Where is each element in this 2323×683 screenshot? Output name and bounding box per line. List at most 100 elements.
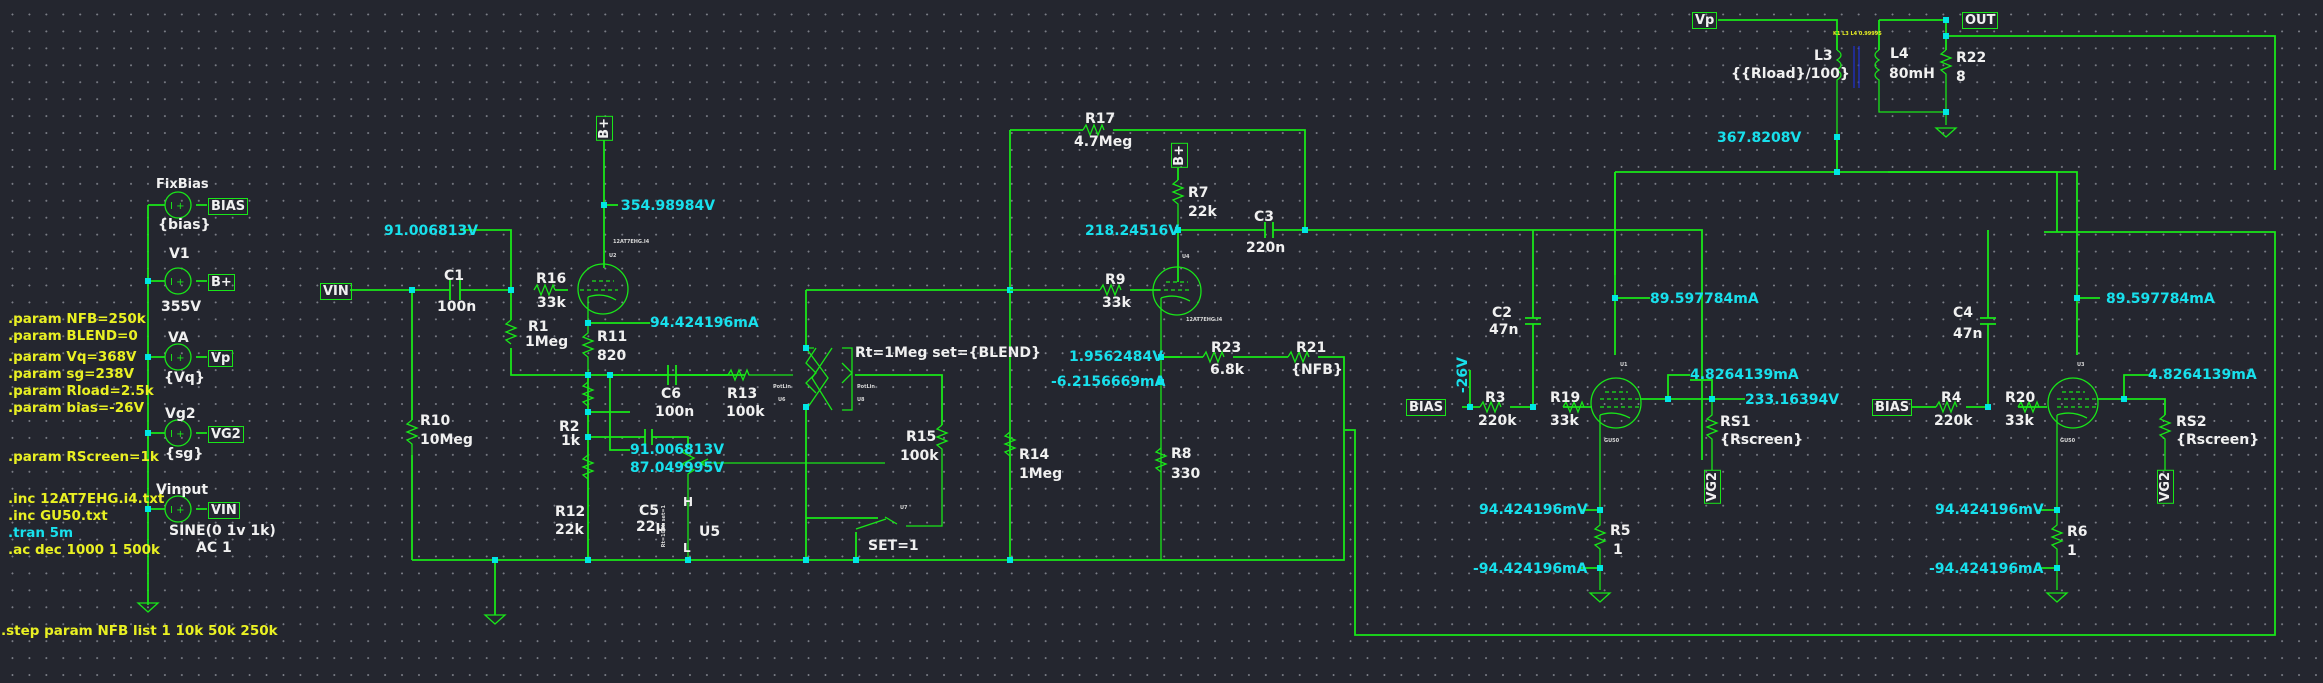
r6-name[interactable]: R6	[2067, 524, 2088, 540]
r3-value[interactable]: 220k	[1478, 413, 1517, 429]
source-vinput-ac[interactable]: AC 1	[196, 540, 232, 556]
op-r6-voltage[interactable]: 94.424196mV	[1935, 502, 2044, 518]
source-va-value[interactable]: {Vq}	[164, 370, 205, 386]
op-u1-screen-current[interactable]: 4.8264139mA	[1690, 367, 1799, 383]
c6-value[interactable]: 100n	[655, 404, 695, 420]
rs1-name[interactable]: RS1	[1720, 414, 1751, 430]
c1-name[interactable]: C1	[444, 268, 465, 284]
r3-name[interactable]: R3	[1485, 390, 1506, 406]
u7-value[interactable]: SET=1	[868, 538, 919, 554]
c4-name[interactable]: C4	[1953, 305, 1974, 321]
coupling-k1[interactable]: K1 L3 L4 0.99995	[1833, 31, 1882, 37]
r9-value[interactable]: 33k	[1102, 295, 1131, 311]
r12-name[interactable]: R12	[555, 504, 586, 520]
source-vinput-name[interactable]: Vinput	[156, 482, 209, 498]
c1-value[interactable]: 100n	[437, 299, 477, 315]
r4-value[interactable]: 220k	[1934, 413, 1973, 429]
directive-tran[interactable]: .tran 5m	[8, 525, 74, 541]
c4-value[interactable]: 47n	[1953, 326, 1983, 342]
c2-value[interactable]: 47n	[1489, 322, 1519, 338]
op-r11-voltage[interactable]: 91.006813V	[630, 442, 725, 458]
r17-name[interactable]: R17	[1085, 111, 1116, 127]
op-r5-current[interactable]: -94.424196mA	[1473, 561, 1588, 577]
r23-value[interactable]: 6.8k	[1210, 362, 1245, 378]
op-bias-voltage[interactable]: -26V	[1455, 357, 1471, 394]
r22-value[interactable]: 8	[1956, 69, 1966, 85]
r15-value[interactable]: 100k	[900, 448, 939, 464]
source-vg2-value[interactable]: {sg}	[165, 446, 204, 462]
source-vg2-name[interactable]: Vg2	[165, 406, 196, 422]
r19-name[interactable]: R19	[1550, 390, 1581, 406]
r14-value[interactable]: 1Meg	[1019, 466, 1063, 482]
op-u3-plate-current[interactable]: 89.597784mA	[2106, 291, 2215, 307]
op-primary-ct-voltage[interactable]: 367.8208V	[1717, 130, 1802, 146]
r4-name[interactable]: R4	[1941, 390, 1962, 406]
op-u1-screen-voltage[interactable]: 233.16394V	[1745, 392, 1840, 408]
source-v1-name[interactable]: V1	[169, 246, 190, 262]
directive-param-rload[interactable]: .param Rload=2.5k	[8, 383, 154, 399]
directive-param-bias[interactable]: .param bias=-26V	[8, 400, 145, 416]
r13-value[interactable]: 100k	[726, 404, 765, 420]
rs2-name[interactable]: RS2	[2176, 414, 2207, 430]
op-u4-plate-voltage[interactable]: 218.24516V	[1085, 223, 1180, 239]
r12-value[interactable]: 22k	[555, 522, 584, 538]
r21-name[interactable]: R21	[1296, 340, 1327, 356]
r1-name[interactable]: R1	[528, 319, 549, 335]
directive-param-blend[interactable]: .param BLEND=0	[8, 328, 138, 344]
r21-value[interactable]: {NFB}	[1291, 362, 1343, 378]
l4-value[interactable]: 80mH	[1889, 66, 1935, 82]
r5-value[interactable]: 1	[1613, 542, 1623, 558]
r9-name[interactable]: R9	[1105, 272, 1126, 288]
source-fixbias-value[interactable]: {bias}	[158, 217, 211, 233]
op-u3-screen-current[interactable]: 4.8264139mA	[2148, 367, 2257, 383]
op-u2-current[interactable]: 94.424196mA	[650, 315, 759, 331]
source-va-name[interactable]: VA	[168, 330, 189, 346]
blend-pot-spec[interactable]: Rt=1Meg set={BLEND}	[855, 345, 1041, 361]
r15-name[interactable]: R15	[906, 429, 937, 445]
r17-value[interactable]: 4.7Meg	[1074, 134, 1133, 150]
l4-name[interactable]: L4	[1890, 46, 1909, 62]
c3-name[interactable]: C3	[1254, 209, 1275, 225]
l3-name[interactable]: L3	[1814, 48, 1833, 64]
source-vinput-value[interactable]: SINE(0 1v 1k)	[169, 523, 276, 539]
directive-inc-gu50[interactable]: .inc GU50.txt	[8, 508, 108, 524]
source-fixbias-name[interactable]: FixBias	[156, 177, 209, 192]
r23-name[interactable]: R23	[1211, 340, 1242, 356]
r10-name[interactable]: R10	[420, 413, 451, 429]
r7-name[interactable]: R7	[1188, 185, 1209, 201]
l3-value[interactable]: {{Rload}/100}	[1731, 66, 1850, 82]
r22-name[interactable]: R22	[1956, 50, 1987, 66]
op-r6-current[interactable]: -94.424196mA	[1929, 561, 2044, 577]
rs1-value[interactable]: {Rscreen}	[1720, 432, 1804, 448]
directive-param-sg[interactable]: .param sg=238V	[8, 366, 135, 382]
r20-value[interactable]: 33k	[2005, 413, 2034, 429]
source-v1-value[interactable]: 355V	[161, 299, 202, 315]
c6-name[interactable]: C6	[661, 386, 682, 402]
c3-value[interactable]: 220n	[1246, 240, 1286, 256]
r8-value[interactable]: 330	[1171, 466, 1201, 482]
r1-value[interactable]: 1Meg	[525, 334, 569, 350]
r6-value[interactable]: 1	[2067, 543, 2077, 559]
directive-inc-12at7[interactable]: .inc 12AT7EHG.i4.txt	[8, 491, 165, 507]
op-u4-cathode-voltage[interactable]: 1.9562484V	[1069, 349, 1164, 365]
op-grid-voltage[interactable]: 91.006813V	[384, 223, 479, 239]
r7-value[interactable]: 22k	[1188, 204, 1217, 220]
c2-name[interactable]: C2	[1492, 305, 1513, 321]
r5-name[interactable]: R5	[1610, 523, 1631, 539]
c5-name[interactable]: C5	[639, 503, 660, 519]
r11-value[interactable]: 820	[597, 348, 627, 364]
directive-param-rscreen[interactable]: .param RScreen=1k	[8, 449, 159, 465]
directive-param-nfb[interactable]: .param NFB=250k	[8, 311, 146, 327]
r14-name[interactable]: R14	[1019, 447, 1050, 463]
rs2-value[interactable]: {Rscreen}	[2176, 432, 2260, 448]
r20-name[interactable]: R20	[2005, 390, 2036, 406]
directive-param-vq[interactable]: .param Vq=368V	[8, 349, 137, 365]
r11-name[interactable]: R11	[597, 329, 628, 345]
r16-value[interactable]: 33k	[537, 295, 566, 311]
r13-name[interactable]: R13	[727, 386, 758, 402]
r2-name[interactable]: R2	[559, 419, 580, 435]
u5-name[interactable]: U5	[699, 524, 721, 540]
r16-name[interactable]: R16	[536, 271, 567, 287]
r19-value[interactable]: 33k	[1550, 413, 1579, 429]
op-r2-voltage[interactable]: 87.049995V	[630, 460, 725, 476]
